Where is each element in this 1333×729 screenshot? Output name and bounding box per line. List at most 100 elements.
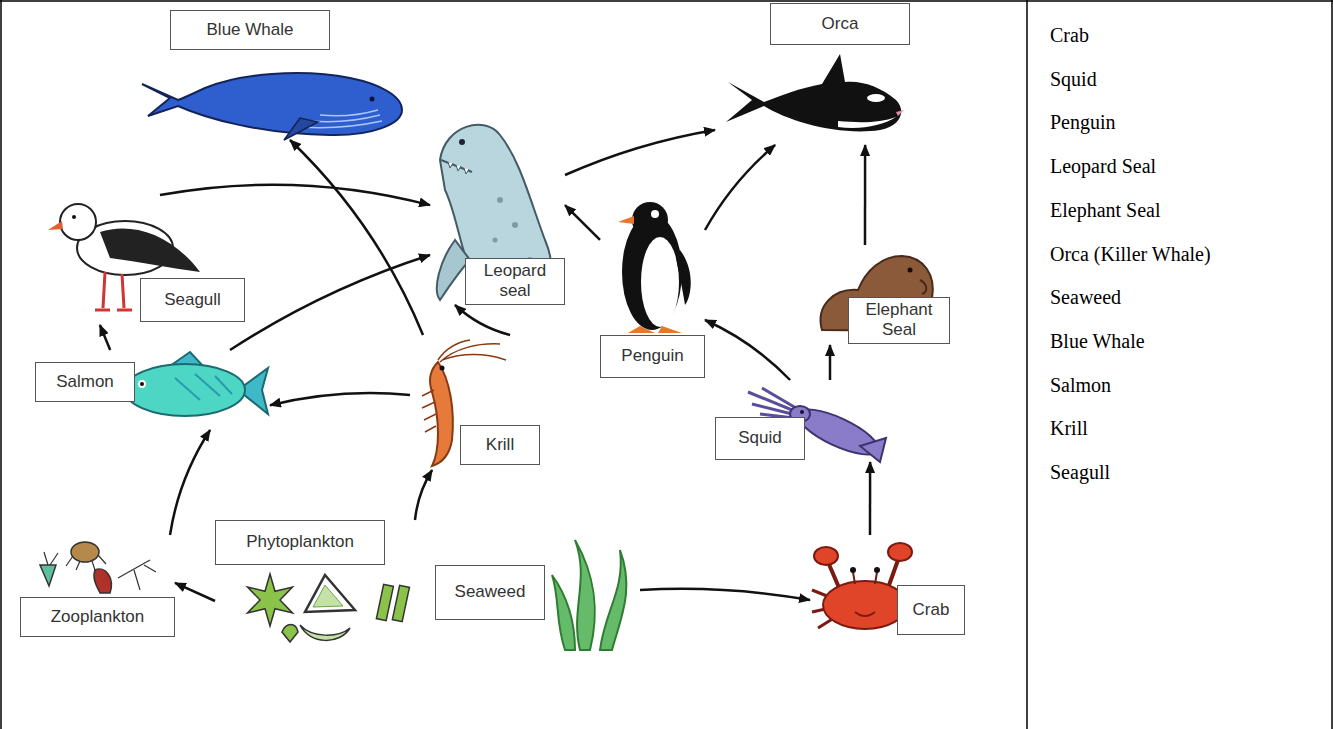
- food-arrow: [640, 589, 810, 600]
- phytoplankton-picture: [248, 574, 410, 642]
- organism-name: Seagull: [164, 290, 221, 310]
- seagull-picture: [95, 272, 132, 310]
- phytoplankton-picture: [313, 585, 343, 607]
- krill-picture: [440, 366, 445, 371]
- organism-node: Phytoplankton: [215, 520, 430, 645]
- organism-node: Penguin: [600, 198, 705, 378]
- salmon-picture: [125, 364, 245, 416]
- crab-picture: [874, 567, 880, 573]
- zooplankton-picture: [40, 542, 156, 593]
- penguin-picture: [651, 210, 659, 218]
- zooplankton-picture: [71, 542, 99, 562]
- crab-picture: [850, 567, 856, 573]
- blue-whale-picture: [142, 73, 402, 135]
- penguin-picture: [641, 237, 679, 327]
- organism-node: Crab: [810, 535, 968, 640]
- food-arrow: [415, 470, 432, 520]
- food-arrow: [230, 255, 430, 350]
- seaweed-picture: [552, 540, 626, 650]
- krill-picture: [438, 340, 506, 362]
- crab-picture: [888, 543, 912, 561]
- seaweed-picture: [600, 550, 626, 650]
- table-cell: Blue Whale: [1050, 329, 1145, 353]
- name-box: Seagull: [140, 278, 245, 322]
- phytoplankton-picture: [282, 625, 298, 643]
- food-arrow: [160, 185, 430, 205]
- phytoplankton-picture: [376, 584, 393, 620]
- orca-picture: [838, 117, 896, 128]
- orca-picture: [726, 54, 901, 131]
- orca-picture: [726, 54, 904, 131]
- squid-picture: [860, 438, 886, 462]
- name-box: Squid: [715, 417, 805, 460]
- krill-picture: [422, 390, 436, 432]
- penguin-picture: [618, 216, 634, 224]
- zooplankton-picture: [44, 552, 156, 590]
- name-box: Phytoplankton: [215, 520, 385, 565]
- salmon-picture: [138, 380, 146, 388]
- table-cell: Leopard Seal: [1050, 154, 1156, 178]
- food-arrow: [270, 393, 410, 405]
- name-box: Leopard seal: [465, 258, 565, 305]
- food-arrow: [455, 305, 510, 335]
- organism-name: Orca: [822, 14, 859, 34]
- leopard-seal-picture: [497, 197, 503, 203]
- blue-whale-picture: [370, 97, 375, 102]
- leopard-seal-picture: [448, 162, 469, 174]
- name-box: Salmon: [35, 362, 135, 402]
- organism-name: Phytoplankton: [246, 532, 354, 552]
- organism-name: Squid: [738, 428, 781, 448]
- table-cell: Penguin: [1050, 110, 1116, 134]
- seagull-picture: [60, 204, 96, 240]
- table-cell: Orca (Killer Whale): [1050, 242, 1211, 266]
- name-box: Seaweed: [435, 565, 545, 620]
- organism-name: Elephant Seal: [857, 300, 941, 341]
- zooplankton-picture: [94, 569, 111, 593]
- table-cell: Salmon: [1050, 373, 1111, 397]
- food-arrow: [705, 320, 790, 380]
- table-cell: Elephant Seal: [1050, 198, 1161, 222]
- organism-node: Leopard seal: [430, 115, 565, 305]
- orca-picture: [867, 94, 885, 102]
- phytoplankton-picture: [300, 625, 350, 640]
- name-box: Krill: [460, 425, 540, 465]
- name-box: Crab: [897, 585, 965, 635]
- food-arrow: [100, 325, 110, 350]
- organism-name: Salmon: [56, 372, 114, 392]
- table-frame: [1026, 0, 1028, 729]
- food-arrow: [829, 345, 832, 380]
- phytoplankton-picture: [392, 585, 409, 621]
- penguin-picture: [628, 326, 682, 333]
- blue-whale-picture: [284, 118, 318, 140]
- organism-name: Seaweed: [455, 582, 526, 602]
- crab-picture: [814, 547, 838, 565]
- krill-picture: [430, 362, 453, 466]
- organism-node: Seaweed: [435, 535, 640, 650]
- table-cell: Squid: [1050, 67, 1097, 91]
- phytoplankton-picture: [248, 574, 293, 626]
- table-frame: [1331, 0, 1333, 729]
- penguin-picture: [676, 250, 691, 305]
- crab-picture: [853, 572, 877, 584]
- organism-node: Orca: [715, 3, 910, 145]
- squid-picture: [748, 388, 796, 418]
- table-cell: Seaweed: [1050, 285, 1121, 309]
- organism-node: Krill: [410, 335, 540, 470]
- penguin-picture: [632, 202, 668, 238]
- penguin-picture: [618, 202, 691, 333]
- food-arrow: [290, 140, 423, 335]
- name-box: Zooplankton: [20, 597, 175, 637]
- organism-node: Zooplankton: [20, 535, 175, 637]
- organism-name: Crab: [913, 600, 950, 620]
- name-box: Elephant Seal: [848, 297, 950, 344]
- elephant-seal-picture: [908, 268, 913, 273]
- food-arrow: [705, 145, 775, 230]
- seagull-picture: [100, 228, 200, 272]
- organism-name: Zooplankton: [51, 607, 145, 627]
- food-arrow: [869, 462, 872, 535]
- food-arrow: [170, 430, 210, 535]
- organism-name: Krill: [486, 435, 514, 455]
- elephant-seal-picture: [920, 280, 926, 294]
